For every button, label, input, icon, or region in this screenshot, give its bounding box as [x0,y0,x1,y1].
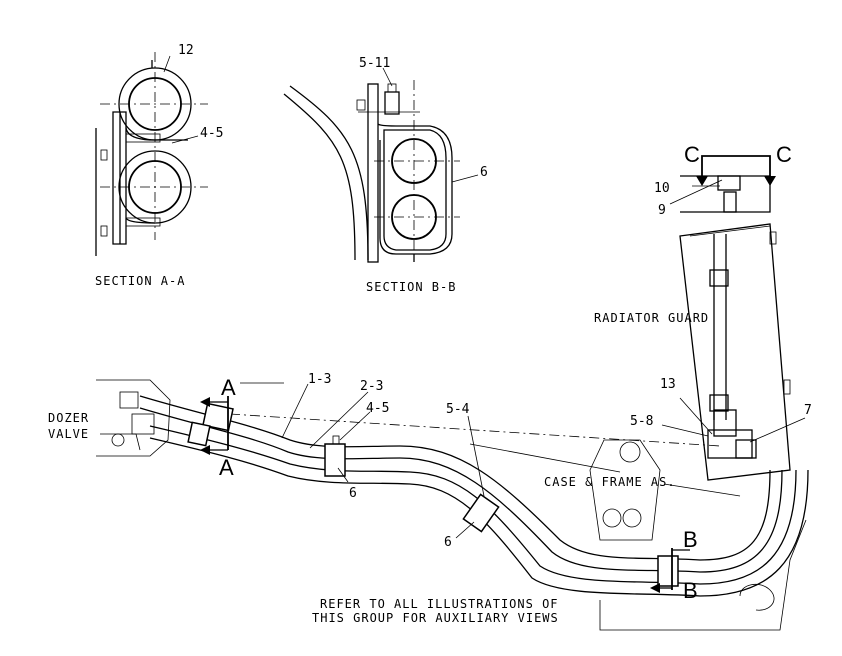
dozer-label-line2: VALVE [48,427,89,441]
callout-6-upper-clamp: 6 [349,486,357,501]
radiator-guard-drawing [661,223,806,481]
main-callout-leaders [281,383,485,539]
callout-5-4: 5-4 [446,402,470,417]
callout-4-5-section-a: 4-5 [200,126,223,141]
callout-4-5: 4-5 [366,401,389,416]
marker-b-bottom: B [683,578,698,603]
callout-10: 10 [654,181,670,196]
dozer-label-line1: DOZER [48,411,89,425]
section-a-a-drawing [95,52,208,256]
clamp-group [187,402,679,587]
callout-12: 12 [178,43,194,58]
callout-2-3: 2-3 [360,379,383,394]
callout-9: 9 [658,203,666,218]
view-c-cutting-line [669,155,776,213]
callout-5-11: 5-11 [359,56,390,71]
note-line-2: THIS GROUP FOR AUXILIARY VIEWS [312,611,559,625]
note-line-1: REFER TO ALL ILLUSTRATIONS OF [320,597,559,611]
section-a-cut-marker [200,382,284,455]
marker-c-right: C [776,142,792,167]
marker-c-left: C [684,142,700,167]
callout-6-section-b: 6 [480,165,488,180]
callout-13: 13 [660,377,676,392]
section-b-cut-marker [650,548,690,593]
marker-a-top: A [221,375,236,400]
radiator-guard-label: RADIATOR GUARD [594,311,709,325]
section-a-a-title: SECTION A-A [95,274,185,288]
marker-b-top: B [683,527,698,552]
callout-1-3: 1-3 [308,372,331,387]
callout-5-8: 5-8 [630,414,653,429]
callout-7: 7 [804,403,812,418]
dozer-valve-drawing [96,379,171,457]
case-frame-label: CASE & FRAME AS. [544,475,676,489]
section-b-b-drawing [283,67,479,263]
callout-6-lower-clamp: 6 [444,535,452,550]
section-b-b-title: SECTION B-B [366,280,456,294]
marker-a-bottom: A [219,455,234,480]
hydraulic-hose-assembly [139,395,809,597]
case-and-frame-drawing [469,439,807,631]
